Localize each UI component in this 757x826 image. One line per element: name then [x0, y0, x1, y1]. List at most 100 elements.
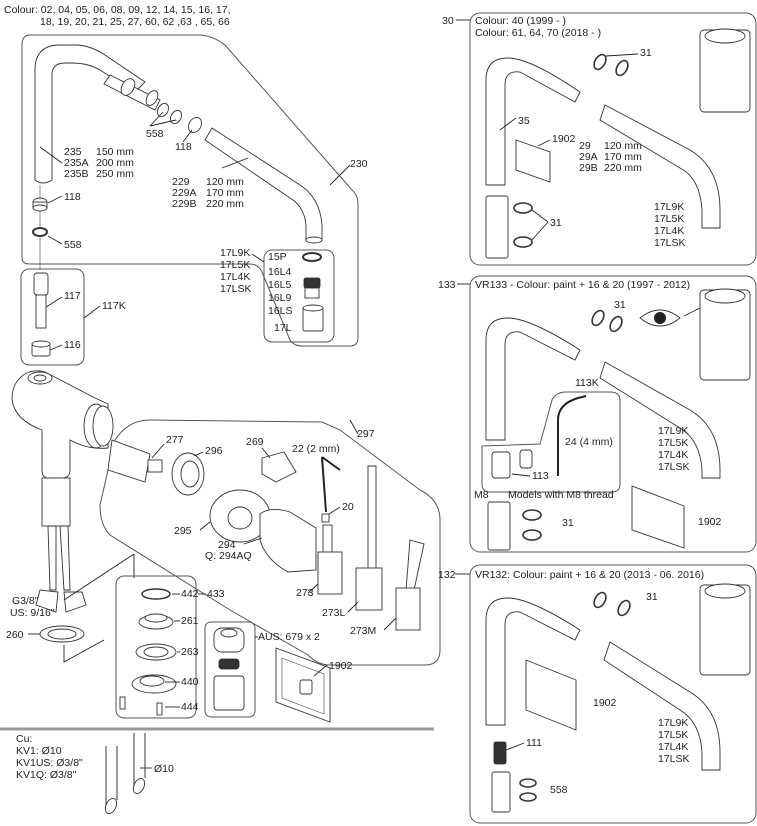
label-235B: 235B [64, 168, 89, 180]
variant-132-17L5K: 17L5K [658, 729, 688, 741]
label-22: 22 (2 mm) [292, 443, 340, 455]
variant-30-label-29A-len: 170 mm [604, 151, 642, 163]
hose-threads [41, 477, 71, 527]
label-260: 260 [6, 629, 24, 641]
tubes-kv1: KV1: Ø10 [16, 745, 62, 757]
variant-133-m8-box [481, 391, 621, 493]
label-296: 296 [205, 445, 223, 457]
variant-133-ref: 133 [438, 279, 456, 291]
label-269: 269 [246, 436, 264, 448]
variant-30-label-29B-len: 220 mm [604, 162, 642, 174]
label-444: 444 [181, 701, 199, 713]
label-295: 295 [174, 525, 192, 537]
oring-558-b [169, 109, 183, 125]
label-294: 294 [218, 539, 236, 551]
label-273M: 273M [350, 625, 376, 637]
variant-133-label-113K: 113K [575, 377, 599, 389]
label-16LS: 16LS [268, 305, 293, 317]
variant-132-panel: 132 VR132: Colour: paint + 16 & 20 (2013… [438, 564, 757, 824]
variant-30-label-29B: 29B [579, 162, 598, 174]
label-117K: 117K [102, 300, 126, 312]
label-229: 229 [172, 176, 190, 188]
variant-30-17LSK: 17LSK [654, 237, 686, 249]
label-433: 433 [207, 588, 225, 600]
variant-30-label-29: 29 [579, 140, 591, 152]
cartridge-117K-box [20, 268, 85, 366]
variant-133-panel: 133 VR133 - Colour: paint + 16 & 20 (199… [438, 275, 757, 553]
label-277: 277 [166, 434, 184, 446]
lever-group-box-297 [99, 419, 441, 666]
variant-30-title-1: Colour: 40 (1999 - ) [475, 15, 566, 27]
eye-icon [639, 309, 681, 327]
variant-133-label-113: 113 [532, 470, 549, 482]
label-235B-len: 250 mm [96, 168, 134, 180]
aerator-box [263, 249, 335, 343]
cover-294 [259, 509, 317, 573]
variant-133-box [469, 275, 757, 553]
variant-30-label-31a: 31 [640, 47, 652, 59]
main-assembly: Colour: 02, 04, 05, 06, 08, 09, 12, 14, … [0, 4, 441, 815]
label-294AQ: Q: 294AQ [205, 550, 252, 562]
label-16L9: 16L9 [268, 292, 292, 304]
variant-133-m8-note: Models with M8 thread [508, 489, 614, 501]
variant-133-title: VR133 - Colour: paint + 16 & 20 (1997 - … [475, 279, 690, 291]
label-17L9K: 17L9K [220, 247, 250, 259]
label-297: 297 [357, 428, 375, 440]
variant-132-label-558: 558 [550, 784, 568, 796]
label-us916: US: 9/16" [10, 607, 55, 619]
label-g38: G3/8" [12, 595, 39, 607]
label-16L4: 16L4 [268, 266, 292, 278]
label-116: 116 [64, 339, 81, 351]
colour-header-line1: Colour: 02, 04, 05, 06, 08, 09, 12, 14, … [4, 4, 231, 16]
label-440: 440 [181, 676, 199, 688]
variant-30-ref: 30 [442, 15, 454, 27]
label-20: 20 [342, 501, 354, 513]
label-229-len: 120 mm [206, 176, 244, 188]
variant-133-17LSK: 17LSK [658, 461, 690, 473]
variant-30-label-31b: 31 [550, 217, 562, 229]
variant-133-17L9K: 17L9K [658, 425, 688, 437]
variant-132-label-111: 111 [526, 737, 542, 749]
variant-30-17L4K: 17L4K [654, 225, 684, 237]
label-17L4K: 17L4K [220, 271, 250, 283]
tubes-title: Cu: [16, 733, 32, 745]
variant-30-label-29-len: 120 mm [604, 140, 642, 152]
label-118-top: 118 [175, 141, 192, 153]
label-273L: 273L [322, 607, 346, 619]
colour-header-line2: 18, 19, 20, 21, 25, 27, 60, 62 ,63 , 65,… [40, 16, 230, 28]
base-set-433-box [115, 575, 197, 719]
label-1902-main: 1902 [329, 660, 353, 672]
variant-30-17L5K: 17L5K [654, 213, 684, 225]
spout-group-box [21, 34, 359, 347]
label-118-side: 118 [64, 191, 81, 203]
variant-30-title-2: Colour: 61, 64, 70 (2018 - ) [475, 27, 601, 39]
variant-132-17L4K: 17L4K [658, 741, 688, 753]
label-235A-len: 200 mm [96, 157, 134, 169]
cartridge-277 [107, 439, 151, 483]
variant-30-label-29A: 29A [579, 151, 598, 163]
label-aus: AUS: 679 x 2 [258, 631, 320, 643]
tubes-kv1us: KV1US: Ø3/8" [16, 757, 83, 769]
variant-132-title: VR132: Colour: paint + 16 & 20 (2013 - 0… [475, 569, 704, 581]
variant-132-box [469, 564, 757, 824]
variant-30-box [469, 12, 757, 266]
label-235A: 235A [64, 157, 89, 169]
label-15P: 15P [268, 251, 287, 263]
label-17LSK: 17LSK [220, 283, 252, 295]
label-235-len: 150 mm [96, 146, 134, 158]
label-117: 117 [64, 290, 81, 302]
hex-269 [261, 451, 297, 483]
label-17L5K: 17L5K [220, 259, 250, 271]
label-261: 261 [181, 615, 199, 627]
variant-133-valve-detail [699, 289, 751, 381]
label-16L5: 16L5 [268, 279, 292, 291]
label-229A: 229A [172, 187, 197, 199]
tube-dim: Ø10 [154, 763, 174, 775]
label-17L: 17L [274, 322, 292, 334]
label-229A-len: 170 mm [206, 187, 244, 199]
variant-132-ref: 132 [438, 569, 456, 581]
label-442: 442 [181, 588, 199, 600]
label-230: 230 [350, 158, 368, 170]
copper-tubes [104, 733, 152, 815]
